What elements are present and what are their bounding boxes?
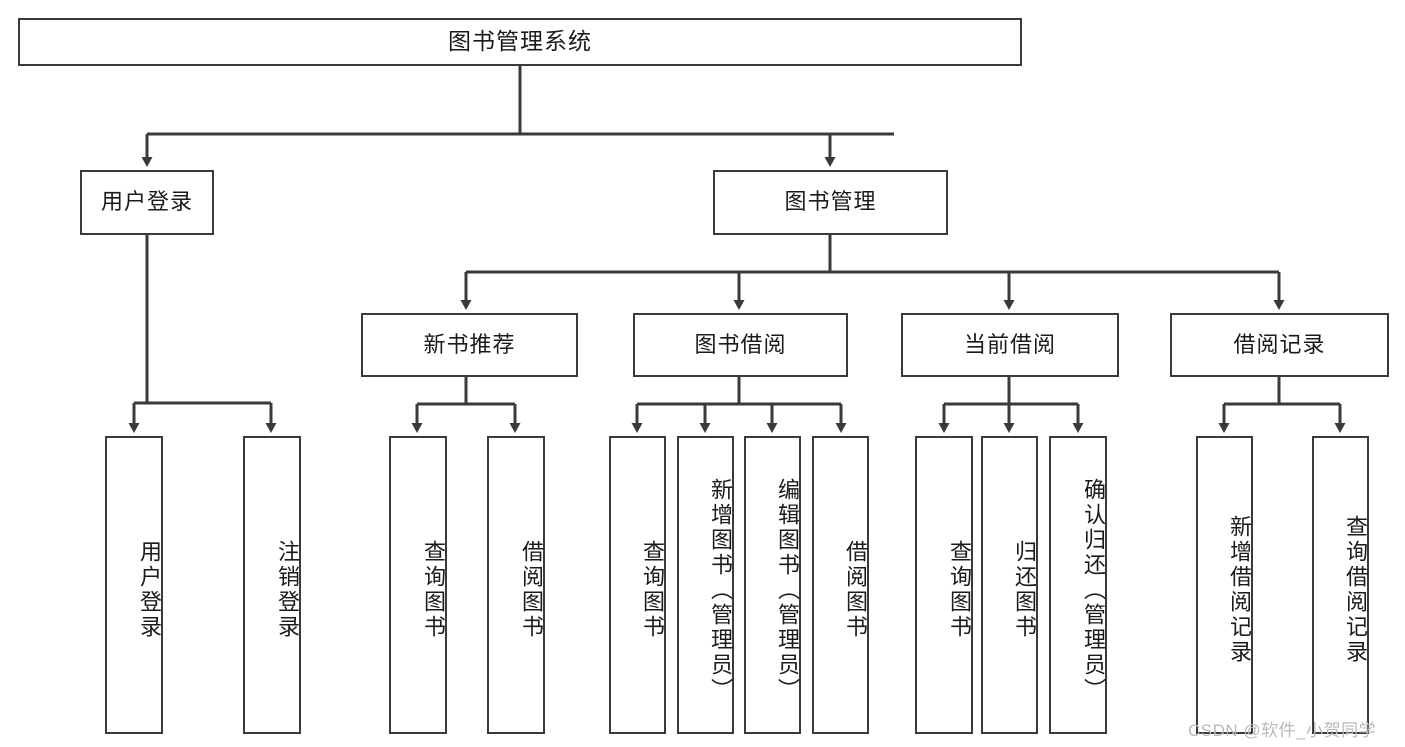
leaf-add-record-label: 新增借阅记录 bbox=[1227, 515, 1252, 665]
leaf-logout-login[interactable]: 注销登录 bbox=[243, 436, 301, 734]
leaf-borrow-book-2-label: 借阅图书 bbox=[843, 540, 868, 640]
leaf-query-book-2[interactable]: 查询图书 bbox=[609, 436, 666, 734]
leaf-query-book-1-label: 查询图书 bbox=[421, 540, 446, 640]
leaf-confirm-return-label: 确认归还（管理员） bbox=[1081, 477, 1106, 703]
leaf-add-book-label: 新增图书（管理员） bbox=[708, 477, 733, 703]
node-new-book-recommend[interactable]: 新书推荐 bbox=[361, 313, 578, 377]
leaf-add-record[interactable]: 新增借阅记录 bbox=[1196, 436, 1253, 734]
leaf-borrow-book-1-label: 借阅图书 bbox=[519, 540, 544, 640]
leaf-query-book-2-label: 查询图书 bbox=[640, 540, 665, 640]
leaf-logout-login-label: 注销登录 bbox=[275, 540, 300, 640]
csdn-watermark: CSDN @软件_小贺同学 bbox=[1188, 716, 1376, 741]
leaf-borrow-book-1[interactable]: 借阅图书 bbox=[487, 436, 545, 734]
leaf-edit-book-label: 编辑图书（管理员） bbox=[775, 477, 800, 703]
node-user-login-label: 用户登录 bbox=[100, 189, 193, 215]
node-book-borrow-label: 图书借阅 bbox=[694, 331, 787, 357]
node-current-borrow-label: 当前借阅 bbox=[963, 331, 1056, 357]
node-root-system-label: 图书管理系统 bbox=[448, 28, 592, 55]
leaf-user-login-label: 用户登录 bbox=[137, 540, 162, 640]
node-book-borrow[interactable]: 图书借阅 bbox=[633, 313, 848, 377]
csdn-watermark-text: CSDN @软件_小贺同学 bbox=[1188, 721, 1377, 740]
leaf-query-book-3[interactable]: 查询图书 bbox=[915, 436, 973, 734]
node-borrow-record-label: 借阅记录 bbox=[1233, 331, 1326, 357]
node-borrow-record[interactable]: 借阅记录 bbox=[1170, 313, 1389, 377]
node-user-login[interactable]: 用户登录 bbox=[80, 170, 214, 235]
node-new-book-recommend-label: 新书推荐 bbox=[423, 331, 516, 357]
leaf-query-record-label: 查询借阅记录 bbox=[1343, 515, 1368, 665]
node-book-management-label: 图书管理 bbox=[784, 189, 877, 215]
leaf-confirm-return[interactable]: 确认归还（管理员） bbox=[1049, 436, 1107, 734]
leaf-add-book[interactable]: 新增图书（管理员） bbox=[677, 436, 734, 734]
leaf-borrow-book-2[interactable]: 借阅图书 bbox=[812, 436, 869, 734]
node-current-borrow[interactable]: 当前借阅 bbox=[901, 313, 1119, 377]
node-book-management[interactable]: 图书管理 bbox=[713, 170, 948, 235]
node-root-system[interactable]: 图书管理系统 bbox=[18, 18, 1022, 66]
leaf-query-book-1[interactable]: 查询图书 bbox=[389, 436, 447, 734]
leaf-return-book-label: 归还图书 bbox=[1012, 540, 1037, 640]
leaf-query-book-3-label: 查询图书 bbox=[947, 540, 972, 640]
leaf-user-login[interactable]: 用户登录 bbox=[105, 436, 163, 734]
leaf-return-book[interactable]: 归还图书 bbox=[981, 436, 1038, 734]
leaf-edit-book[interactable]: 编辑图书（管理员） bbox=[744, 436, 801, 734]
leaf-query-record[interactable]: 查询借阅记录 bbox=[1312, 436, 1369, 734]
